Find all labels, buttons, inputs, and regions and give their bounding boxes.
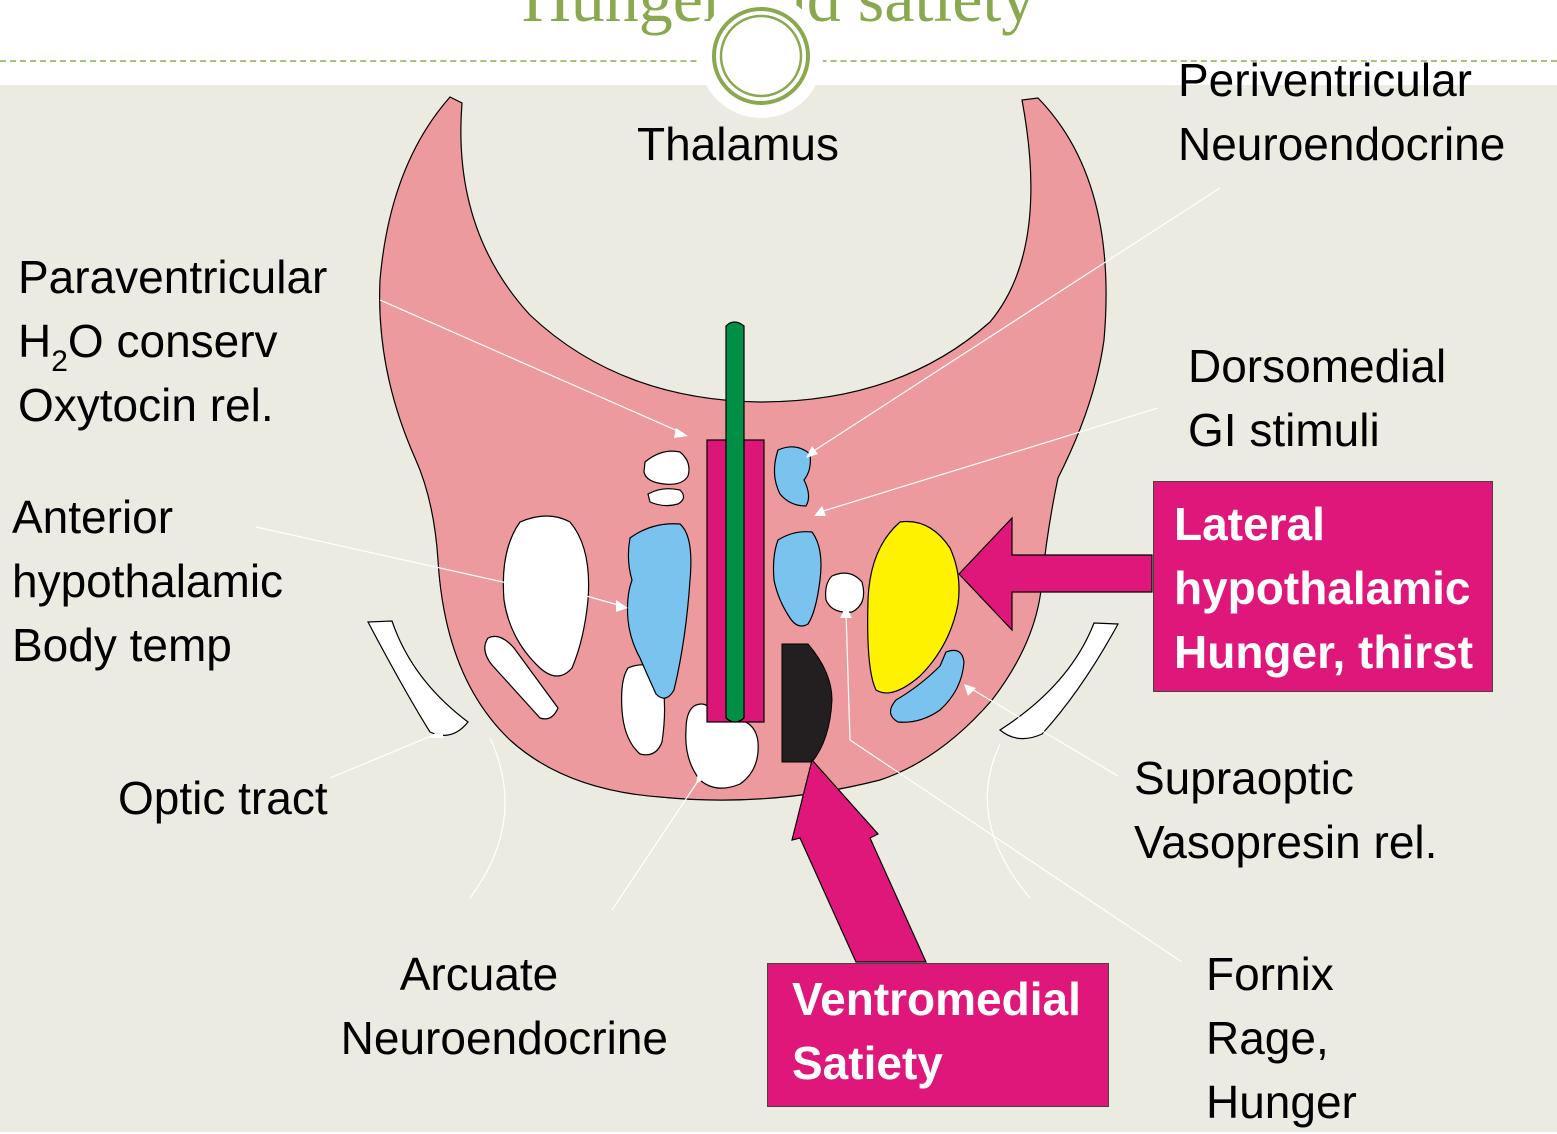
anterior-title-2: hypothalamic <box>12 549 283 613</box>
lateral-title-2: hypothalamic <box>1174 556 1492 620</box>
periventricular-label: Periventricular Neuroendocrine <box>1178 48 1505 176</box>
anterior-label: Anterior hypothalamic Body temp <box>12 485 283 677</box>
paraventricular-desc-2: Oxytocin rel. <box>18 373 327 437</box>
fornix-desc-2: Hunger <box>1206 1070 1357 1134</box>
fornix-label: Fornix Rage, Hunger <box>1206 942 1357 1134</box>
periventricular-desc: Neuroendocrine <box>1178 112 1505 176</box>
anterior-desc: Body temp <box>12 613 283 677</box>
periventricular-title: Periventricular <box>1178 48 1505 112</box>
paraventricular-nucleus-lower <box>648 489 684 506</box>
fornix <box>826 573 864 612</box>
supraoptic-label: Supraoptic Vasopresin rel. <box>1134 746 1437 874</box>
optic-tract-label: Optic tract <box>118 766 328 830</box>
dorsomedial-title: Dorsomedial <box>1188 334 1446 398</box>
arcuate-title: Arcuate <box>290 942 668 1006</box>
lateral-desc: Hunger, thirst <box>1174 620 1492 684</box>
anterior-title: Anterior <box>12 485 283 549</box>
fornix-title: Fornix <box>1206 942 1357 1006</box>
lateral-callout: Lateral hypothalamic Hunger, thirst <box>1153 481 1493 692</box>
arcuate-label: Arcuate Neuroendocrine <box>290 942 668 1070</box>
ventromedial-arrow <box>792 760 926 962</box>
dorsomedial-desc: GI stimuli <box>1188 398 1446 462</box>
supraoptic-title: Supraoptic <box>1134 746 1437 810</box>
ventromedial-callout: Ventromedial Satiety <box>767 963 1109 1107</box>
paraventricular-desc: H2O conserv <box>18 309 327 373</box>
fornix-desc: Rage, <box>1206 1006 1357 1070</box>
supraoptic-desc: Vasopresin rel. <box>1134 810 1437 874</box>
dorsomedial-label: Dorsomedial GI stimuli <box>1188 334 1446 462</box>
paraventricular-label: Paraventricular H2O conserv Oxytocin rel… <box>18 245 327 437</box>
ventromedial-desc: Satiety <box>792 1031 1108 1095</box>
arcuate-desc: Neuroendocrine <box>290 1006 668 1070</box>
lateral-title: Lateral <box>1174 492 1492 556</box>
ventromedial-title: Ventromedial <box>792 967 1108 1031</box>
thalamus-label: Thalamus <box>637 112 839 176</box>
midline-structure <box>726 322 744 722</box>
paraventricular-title: Paraventricular <box>18 245 327 309</box>
